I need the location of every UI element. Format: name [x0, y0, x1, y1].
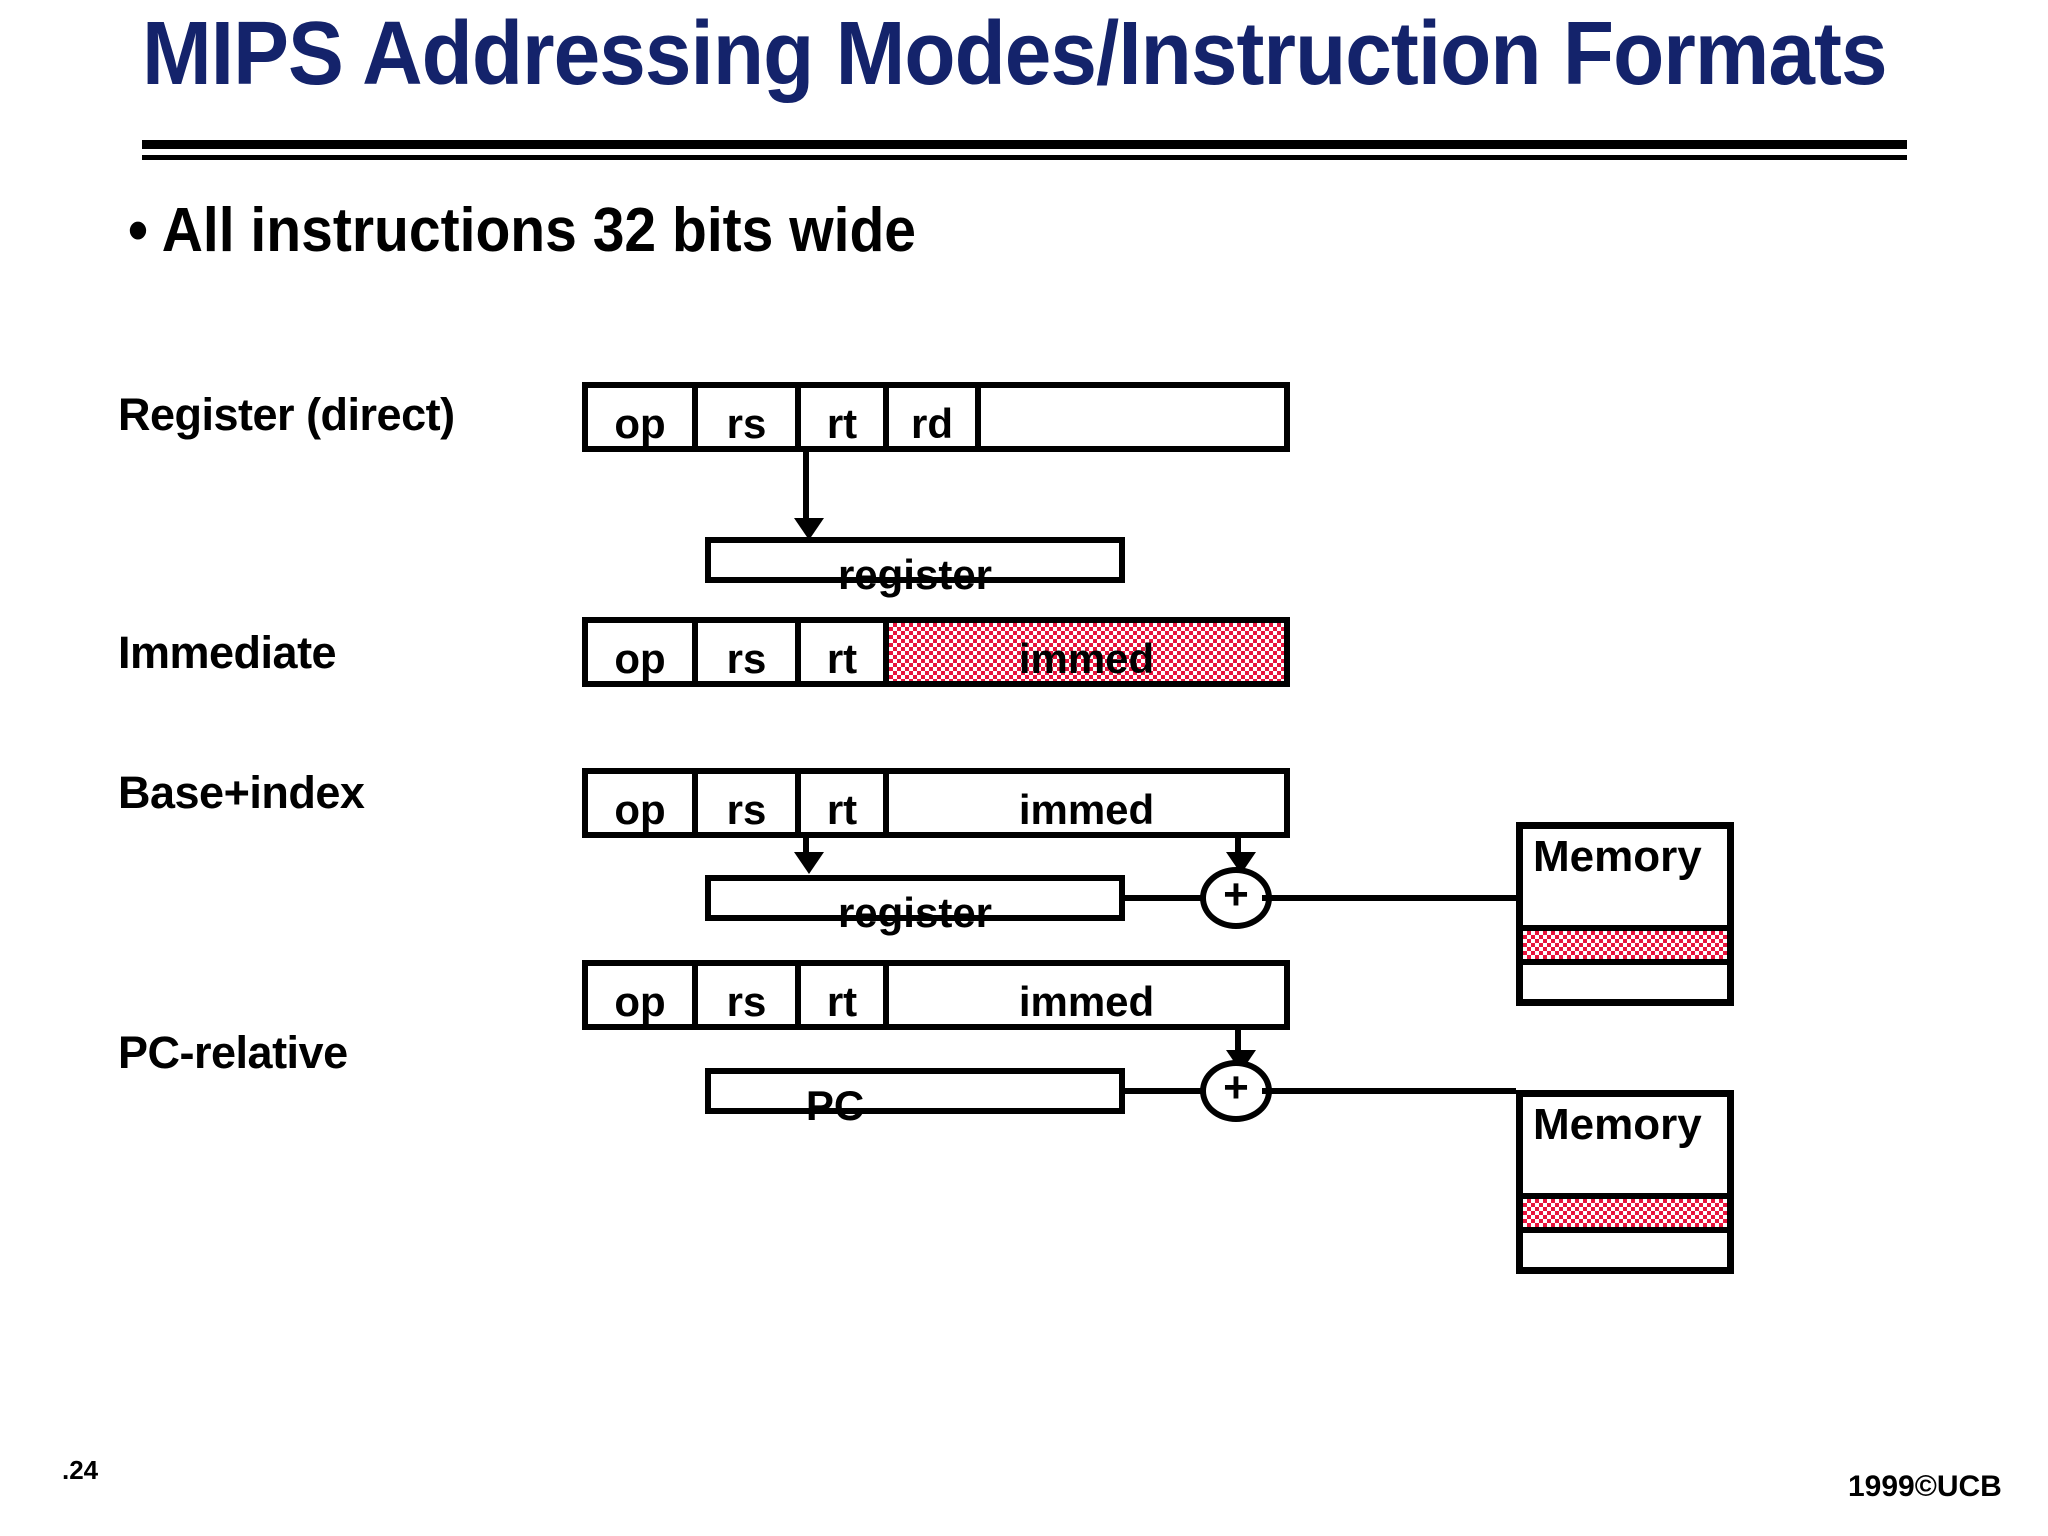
register-file-bar-highlighted: register [705, 537, 1125, 598]
row-label-register-direct: Register (direct) [118, 389, 455, 440]
field-op: op [588, 623, 698, 682]
memory-upper-space [1523, 883, 1727, 925]
row-label-base-index: Base+index [118, 767, 365, 818]
adder-base-index: + [1200, 867, 1272, 929]
bullet-all-instructions-32-bits-wide: • All instructions 32 bits wide [128, 196, 917, 265]
field-rs: rs [698, 388, 801, 447]
row-label-pc-relative: PC-relative [118, 1027, 348, 1078]
wire-immed-to-adder-row4 [1235, 1030, 1241, 1052]
wire-adder-to-memory-row4 [1262, 1088, 1516, 1094]
instruction-format-base-index: op rs rt immed [582, 768, 1290, 838]
page-number: .24 [62, 1455, 99, 1485]
memory-upper-space [1523, 1151, 1727, 1193]
field-rs: rs [698, 966, 801, 1025]
wire-register-to-adder-row3 [1125, 895, 1210, 901]
field-unused [981, 388, 1284, 446]
memory-addressed-word [1523, 1193, 1727, 1233]
field-op: op [588, 966, 698, 1025]
field-op: op [588, 774, 698, 833]
field-immed: immed [1018, 786, 1155, 833]
wire-rs-to-register-row3 [803, 838, 809, 854]
adder-pc-relative: + [1200, 1060, 1272, 1122]
title-rule-thick [142, 140, 1907, 149]
title-rule-thin [142, 155, 1907, 160]
wire-rs-to-register-row1 [803, 452, 809, 520]
arrowhead-down-row1 [794, 518, 824, 540]
field-immed: immed [1018, 978, 1155, 1025]
memory-box-base-index: Memory [1516, 822, 1734, 1006]
memory-lower-space [1523, 1233, 1727, 1267]
memory-addressed-word [1523, 925, 1727, 965]
register-file-bar: register [705, 875, 1125, 936]
field-rt: rt [801, 774, 889, 833]
field-rt: rt [801, 623, 889, 682]
field-immed-highlighted: immed [889, 623, 1284, 682]
wire-pc-to-adder-row4 [1125, 1088, 1210, 1094]
page-title: MIPS Addressing Modes/Instruction Format… [142, 4, 1888, 104]
field-op: op [588, 388, 698, 447]
pc-bar: PC [705, 1068, 1125, 1129]
wire-adder-to-memory-row3 [1262, 895, 1516, 901]
instruction-format-immediate: op rs rt immed [582, 617, 1290, 687]
arrowhead-down-rs-row3 [794, 852, 824, 874]
field-rt: rt [801, 388, 889, 447]
copyright-notice: 1999©UCB [1848, 1470, 2002, 1503]
memory-box-pc-relative: Memory [1516, 1090, 1734, 1274]
field-rt: rt [801, 966, 889, 1025]
field-rs: rs [698, 623, 801, 682]
instruction-format-register-direct: op rs rt rd [582, 382, 1290, 452]
wire-immed-to-adder-row3 [1235, 838, 1241, 854]
memory-label: Memory [1533, 1100, 1702, 1149]
field-rd: rd [889, 388, 981, 447]
instruction-format-pc-relative: op rs rt immed [582, 960, 1290, 1030]
row-label-immediate: Immediate [118, 627, 337, 678]
memory-lower-space [1523, 965, 1727, 999]
field-rs: rs [698, 774, 801, 833]
memory-label: Memory [1533, 832, 1702, 881]
